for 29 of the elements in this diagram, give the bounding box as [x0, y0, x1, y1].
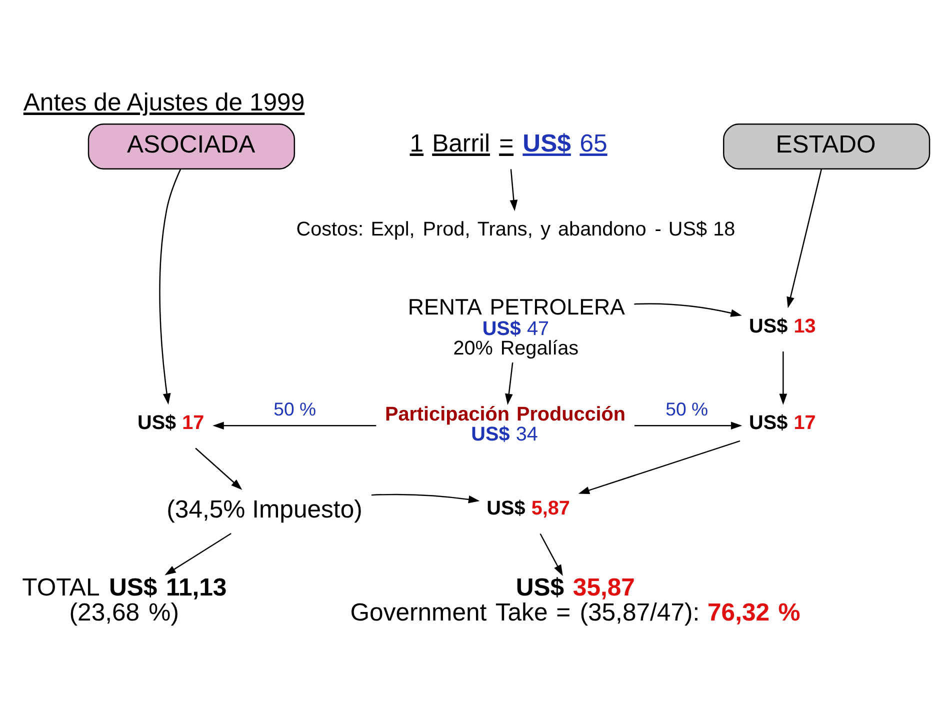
arrow — [212, 421, 376, 430]
node-text: US$ 17 — [138, 412, 204, 434]
edge-label: 50 % — [274, 398, 316, 420]
arrow — [634, 302, 742, 316]
arrow — [634, 421, 742, 430]
arrow — [540, 532, 563, 576]
arrow — [578, 440, 740, 494]
node-text: 1 Barril = US$ 65 — [410, 130, 608, 157]
arrow — [371, 493, 480, 503]
edge-label: 50 % — [666, 398, 708, 420]
arrow — [786, 168, 822, 308]
node-text: RENTA PETROLERA US$ 47 20% Regalías — [408, 294, 625, 360]
node-text: TOTAL US$ 11,13 (23,68 %) — [22, 574, 227, 626]
node-text: US$ 13 — [749, 314, 816, 337]
node-box: ESTADO — [723, 123, 930, 169]
arrow — [164, 532, 232, 575]
node-text: (34,5% Impuesto) — [166, 496, 362, 523]
arrow — [510, 168, 518, 211]
node-text: US$ 35,87 Government Take = (35,87/47): 76,32 % — [350, 574, 800, 626]
node-box: ASOCIADA — [88, 123, 296, 169]
arrow — [159, 168, 182, 404]
arrow — [195, 447, 242, 490]
arrow — [779, 351, 788, 404]
diagram-title: Antes de Ajustes de 1999 — [23, 89, 305, 116]
node-text: US$ 5,87 — [486, 497, 570, 520]
arrow — [505, 362, 514, 404]
node-text: US$ 17 — [749, 412, 816, 434]
node-text: Costos: Expl, Prod, Trans, y abandono - US$ 18 — [296, 218, 736, 240]
node-text: Participación Producción US$ 34 — [384, 402, 626, 445]
